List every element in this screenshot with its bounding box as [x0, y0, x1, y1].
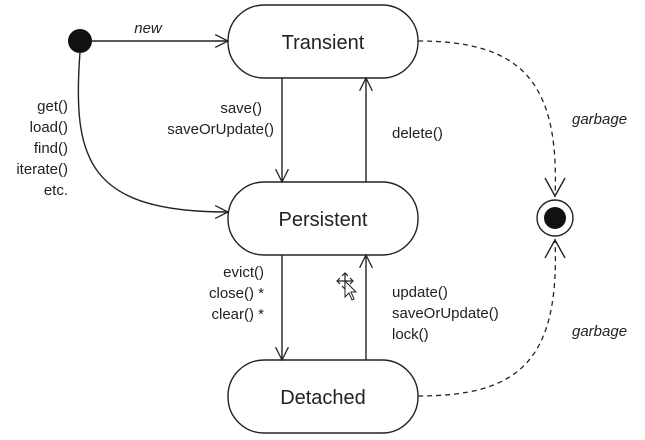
transient-label: Transient: [282, 32, 365, 54]
evict-label: evict(): [223, 264, 264, 281]
get-label: get(): [37, 98, 68, 115]
garbage-top-label: garbage: [572, 111, 627, 128]
clear-label: clear() *: [211, 306, 264, 323]
update-label-group: update() saveOrUpdate() lock(): [392, 284, 499, 343]
save-label-group: save() saveOrUpdate(): [167, 100, 274, 138]
etc-label: etc.: [44, 182, 68, 199]
mouse-cursor-icon: [336, 272, 358, 301]
garbage-top-arrowhead: [544, 177, 566, 198]
evict-label-group: evict() close() * clear() *: [209, 264, 264, 323]
load-label: load(): [30, 119, 68, 136]
persistent-label: Persistent: [279, 209, 368, 231]
save-or-update-label: saveOrUpdate(): [167, 121, 274, 138]
delete-label: delete(): [392, 125, 443, 142]
update-save-or-update-label: saveOrUpdate(): [392, 305, 499, 322]
garbage-top-arrow: [417, 40, 557, 198]
save-label: save(): [220, 100, 262, 117]
garbage-bottom-label: garbage: [572, 323, 627, 340]
get-label-group: get() load() find() iterate() etc.: [16, 98, 68, 199]
initial-state-dot: [68, 29, 92, 53]
garbage-bottom-arrowhead: [544, 238, 566, 259]
iterate-label: iterate(): [16, 161, 68, 178]
detached-state: [227, 359, 419, 434]
new-label: new: [134, 20, 163, 37]
close-label: close() *: [209, 285, 264, 302]
final-state: [536, 199, 574, 237]
lock-label: lock(): [392, 326, 429, 343]
get-arrow: [77, 51, 230, 219]
detached-label: Detached: [280, 387, 366, 409]
find-label: find(): [34, 140, 68, 157]
update-label: update(): [392, 284, 448, 301]
